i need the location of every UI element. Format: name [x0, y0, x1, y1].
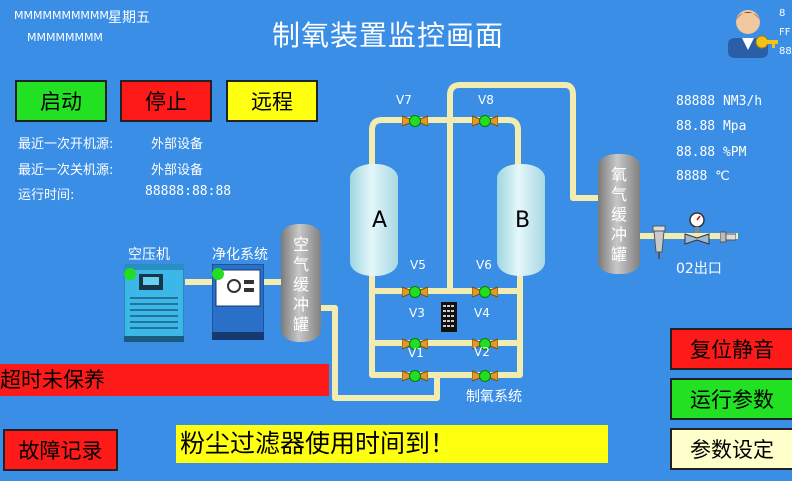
valve-v6[interactable]	[471, 284, 499, 300]
last-stop-label: 最近一次关机源:	[18, 163, 114, 178]
flow-unit: NM3/h	[722, 94, 763, 109]
o2-outlet-label: 02出口	[676, 261, 722, 277]
filter-icon	[652, 224, 666, 260]
last-start-value: 外部设备	[151, 137, 204, 152]
remote-button[interactable]: 远程	[226, 80, 318, 122]
time-display: MMMMMMMM	[27, 31, 103, 44]
user-line-1: 8	[779, 8, 786, 19]
param-settings-button[interactable]: 参数设定	[670, 428, 792, 470]
valve-v8[interactable]	[471, 113, 499, 129]
purifier-label: 净化系统	[212, 247, 268, 263]
maintenance-alarm-bar: 超时未保养	[0, 364, 329, 396]
runtime-label: 运行时间:	[18, 188, 75, 203]
valve-v7[interactable]	[401, 113, 429, 129]
user-info: 8 FF 88	[779, 4, 792, 61]
weekday-display: 星期五	[108, 10, 150, 26]
pressure-gauge-icon	[684, 212, 710, 248]
start-button[interactable]: 启动	[15, 80, 107, 122]
controller-icon	[441, 302, 457, 332]
compressor-status-light	[124, 268, 136, 280]
last-start-label: 最近一次开机源:	[18, 137, 114, 152]
oxygen-buffer-tank[interactable]	[598, 154, 640, 274]
user-login-icon[interactable]	[726, 4, 778, 60]
pressure-readout: 88.88 Mpa	[676, 119, 746, 134]
pressure-value: 88.88	[676, 119, 716, 134]
compressor-label: 空压机	[128, 247, 170, 263]
tank-b-label: B	[515, 208, 531, 233]
valve-v4[interactable]	[471, 336, 499, 352]
valve-label-v6: V6	[476, 258, 492, 272]
page-title: 制氧装置监控画面	[272, 19, 505, 52]
reset-mute-button[interactable]: 复位静音	[670, 328, 792, 370]
oxygen-system-label: 制氧系统	[466, 389, 522, 405]
stop-button[interactable]: 停止	[120, 80, 212, 122]
valve-label-v1: V1	[408, 346, 424, 360]
valve-label-v4: V4	[474, 306, 490, 320]
purity-unit: %PM	[722, 145, 747, 160]
last-stop-value: 外部设备	[151, 163, 204, 178]
adsorption-tank-a[interactable]	[350, 164, 398, 276]
tank-a-label: A	[372, 208, 388, 233]
user-line-2: FF	[779, 27, 791, 38]
date-display: MMMMMMMMMM	[14, 9, 109, 22]
adsorption-tank-b[interactable]	[497, 164, 545, 276]
outlet-fitting-icon	[719, 229, 737, 243]
valve-v2[interactable]	[471, 368, 499, 384]
valve-v3[interactable]	[401, 336, 429, 352]
air-buffer-label: 空气缓冲罐	[292, 235, 309, 334]
valve-v5[interactable]	[401, 284, 429, 300]
flow-value: 88888	[676, 94, 716, 109]
purity-readout: 88.88 %PM	[676, 145, 746, 160]
user-line-3: 88	[779, 46, 792, 57]
pressure-unit: Mpa	[722, 119, 747, 134]
temp-unit: ℃	[715, 169, 730, 184]
flow-readout: 88888 NM3/h	[676, 94, 762, 109]
valve-label-v3: V3	[409, 306, 425, 320]
filter-alarm-bar: 粉尘过滤器使用时间到！	[176, 425, 608, 463]
valve-label-v7: V7	[396, 93, 412, 107]
purity-value: 88.88	[676, 145, 716, 160]
valve-v1[interactable]	[401, 368, 429, 384]
temp-value: 8888	[676, 169, 708, 184]
temperature-readout: 8888 ℃	[676, 169, 730, 184]
valve-label-v5: V5	[410, 258, 426, 272]
valve-label-v8: V8	[478, 93, 494, 107]
purifier-status-light	[212, 268, 224, 280]
runtime-value: 88888:88:88	[145, 184, 232, 199]
run-params-button[interactable]: 运行参数	[670, 378, 792, 420]
fault-log-button[interactable]: 故障记录	[3, 429, 118, 471]
air-buffer-tank[interactable]	[281, 224, 321, 342]
oxygen-buffer-label: 氧气缓冲罐	[610, 165, 627, 264]
valve-label-v2: V2	[474, 345, 490, 359]
